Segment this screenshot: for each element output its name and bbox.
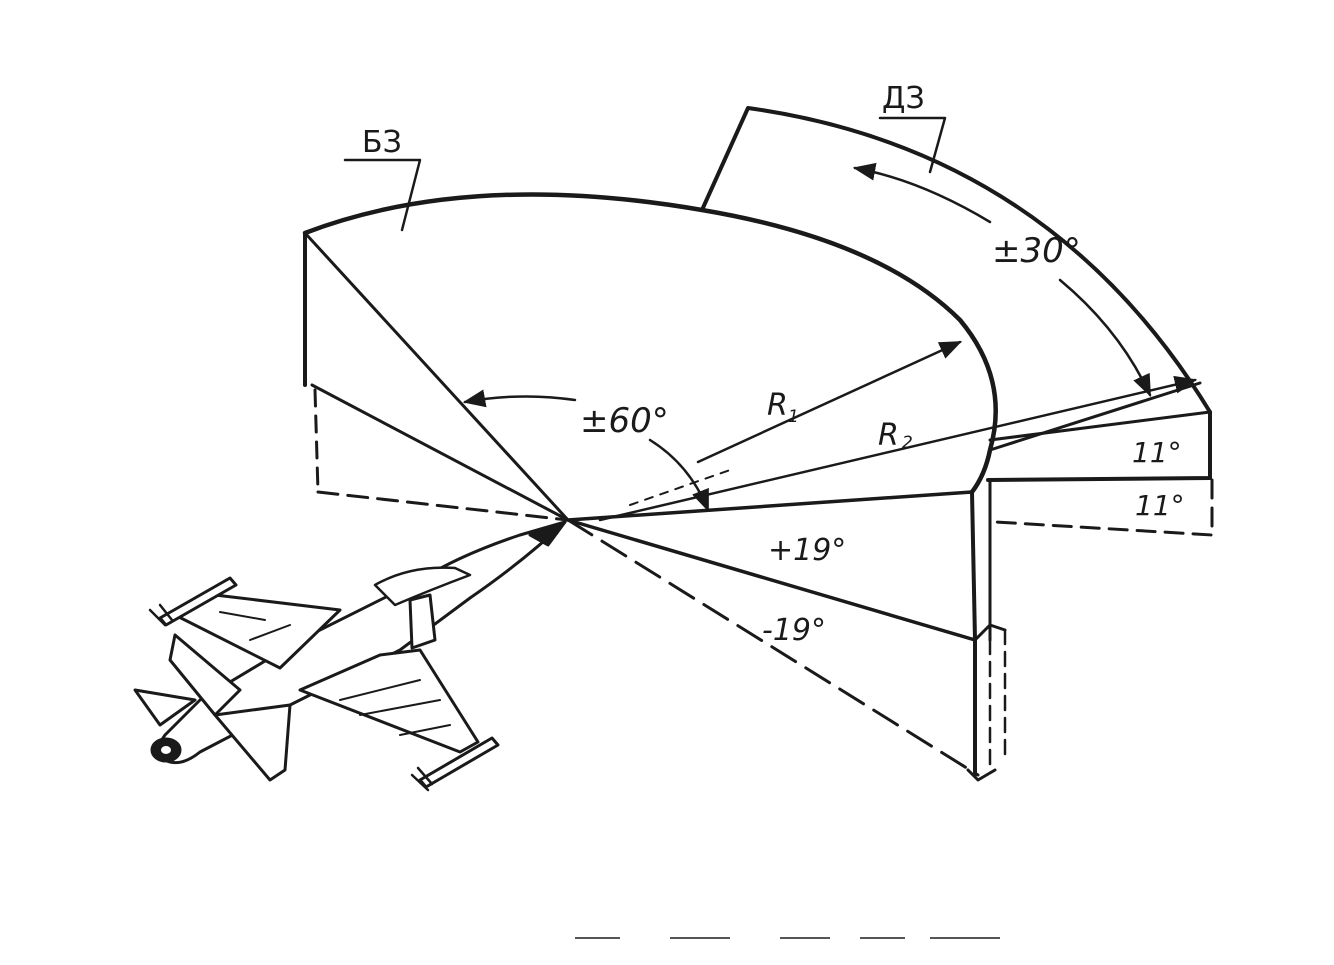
far-zone-lower-dashed <box>994 478 1214 537</box>
near-zone-top-arc <box>302 192 998 495</box>
aircraft-stabilizer <box>213 703 292 782</box>
plus-minus-60-arrow-right <box>648 438 710 513</box>
label-r1: R 1 <box>767 388 799 427</box>
far-zone-r2-ray <box>988 381 1202 452</box>
r1-sub: 1 <box>788 407 799 427</box>
near-zone-left-edge-dashed <box>313 388 320 494</box>
aircraft-left-stabilizer <box>133 688 197 727</box>
aircraft-left-wing-panels <box>219 611 291 641</box>
plus-19-ray <box>566 518 977 642</box>
label-plus-19: +19° <box>768 533 846 568</box>
label-plus-minus-30: ±30° <box>992 231 1081 271</box>
near-zone-center-ray <box>566 490 974 522</box>
plus-minus-30-arrow-up <box>852 162 992 224</box>
minus-19-ray-dashed <box>566 518 980 777</box>
label-far-11-lower: 11° <box>1135 489 1185 522</box>
aircraft-tail-fin <box>168 633 242 717</box>
aircraft-nose <box>528 520 567 547</box>
far-zone-right-edge <box>986 410 1212 482</box>
vertical-front-bottom-corner <box>966 768 997 782</box>
near-zone-bottom-dashed <box>316 490 570 522</box>
label-far-11-upper: 11° <box>1132 436 1182 469</box>
zone-leaders <box>343 116 947 232</box>
dimension-arrows <box>462 162 1198 522</box>
far-zone-11deg-upper-ray <box>988 410 1212 442</box>
plus-minus-30-arrow-down <box>1058 278 1152 398</box>
left-missile-fins <box>148 603 174 627</box>
plus-minus-60-arrow-left <box>462 389 577 408</box>
far-zone-label: ДЗ <box>882 81 925 116</box>
right-missile-fins <box>410 766 434 792</box>
r1-main: R <box>767 388 788 423</box>
label-r2: R 2 <box>878 418 913 453</box>
near-zone <box>302 192 1007 782</box>
vertical-front-corner <box>973 623 1007 642</box>
near-zone-label: БЗ <box>362 125 402 160</box>
label-minus-19: -19° <box>762 613 826 648</box>
far-zone-outer-arc <box>700 106 1212 414</box>
near-zone-inner-dashed <box>629 469 731 506</box>
aircraft-fuselage <box>158 520 567 765</box>
aircraft-nozzle-inner <box>159 744 173 756</box>
near-zone-left-ray <box>303 231 570 522</box>
aircraft-intake <box>408 593 437 650</box>
aircraft-right-wing <box>298 648 480 754</box>
aircraft-right-wing-panels <box>339 679 451 736</box>
near-zone-leader <box>343 158 422 232</box>
r2-sub: 2 <box>902 433 913 453</box>
r2-main: R <box>878 418 899 453</box>
fighter-aircraft-drawing <box>133 520 567 792</box>
aircraft-canopy <box>373 566 472 607</box>
vertical-front-edge <box>970 490 977 777</box>
r1-arrow <box>696 340 963 464</box>
near-zone-lower-left-ray <box>310 383 570 522</box>
far-zone-leader <box>878 116 947 174</box>
label-plus-minus-60: ±60° <box>580 401 669 441</box>
far-zone <box>700 106 1214 537</box>
